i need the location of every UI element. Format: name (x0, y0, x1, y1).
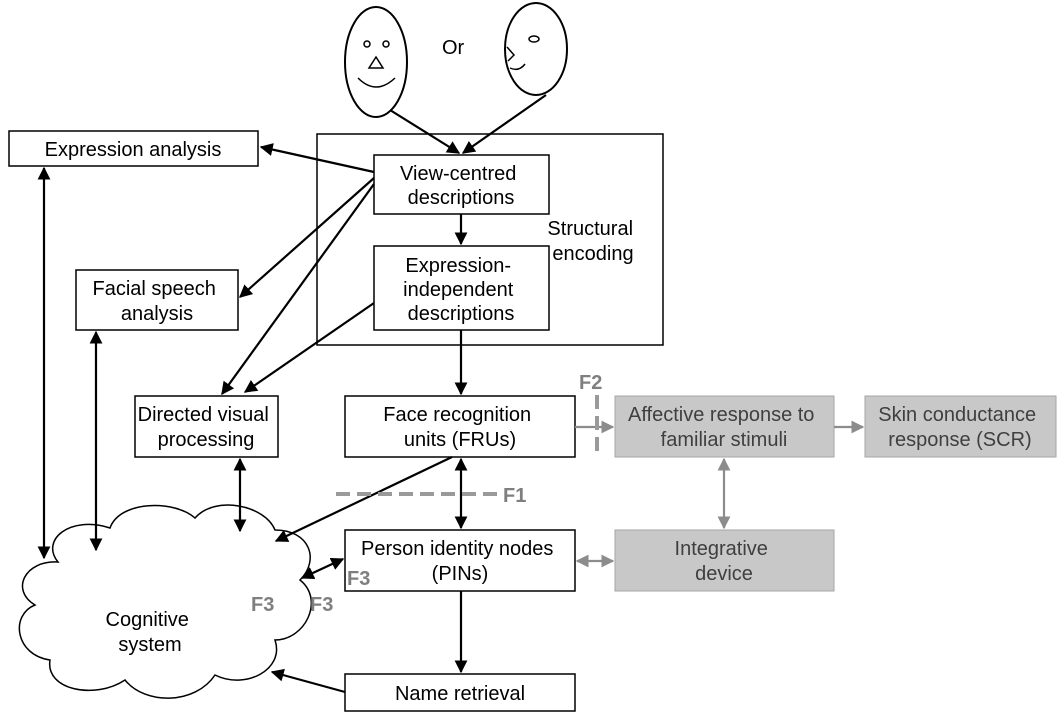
or-label: Or (442, 37, 465, 59)
view-centred-descriptions-label: View-centred descriptions (400, 163, 522, 209)
lesion-lines (336, 395, 599, 496)
facial-speech-analysis-label: Facial speech analysis (93, 278, 222, 325)
skin-conductance-response-label: Skin conductance response (SCR) (878, 404, 1041, 451)
expression-analysis-box (8, 130, 259, 167)
black-arrows (37, 94, 547, 694)
directed-visual-processing-box (134, 395, 279, 458)
integrative-device-box (614, 529, 835, 592)
arrow-expression-independent-to-directed-visual (243, 302, 375, 393)
f3-label-pin: F3 (347, 568, 370, 590)
name-retrieval-box (344, 673, 576, 712)
skin-conductance-response-box (864, 395, 1057, 458)
directed-visual-processing-label: Directed visual processing (138, 404, 275, 451)
arrow-name-retrieval-to-cognitive (270, 668, 346, 694)
expression-independent-descriptions-box (373, 245, 550, 331)
arrow-fru-to-cognitive (274, 456, 453, 542)
arrow-view-centred-to-expression-analysis (259, 143, 375, 174)
f2-label: F2 (579, 372, 602, 394)
arrow-view-centred-to-directed-visual-a (221, 183, 375, 396)
arrow-profile-face-to-view-centred (461, 94, 547, 154)
expression-independent-descriptions-label: Expression- independent descriptions (403, 255, 519, 325)
expression-analysis-label: Expression analysis (45, 139, 222, 161)
front-face-icon (344, 6, 408, 118)
affective-response-label: Affective response to familiar stimuli (628, 404, 820, 451)
face-recognition-units-box (344, 395, 576, 458)
arrow-pin-cognitive-bidirectional (300, 558, 345, 579)
integrative-device-label: Integrative device (675, 538, 774, 585)
arrow-view-centred-to-facial-speech (239, 177, 375, 298)
f3-label-left: F3 (251, 594, 274, 616)
structural-encoding-label: Structural encoding (547, 218, 638, 265)
arrow-front-face-to-view-centred (389, 109, 461, 154)
face-recognition-units-label: Face recognition units (FRUs) (383, 404, 536, 451)
person-identity-nodes-label: Person identity nodes (PINs) (361, 538, 559, 585)
f3-label-right: F3 (310, 594, 333, 616)
cognitive-system-label: Cognitive system (106, 609, 195, 656)
facial-speech-analysis-box (75, 269, 239, 331)
f1-label: F1 (503, 485, 526, 507)
profile-face-icon (504, 2, 568, 96)
grey-arrows (575, 420, 865, 568)
affective-response-box (614, 395, 835, 458)
name-retrieval-label: Name retrieval (395, 683, 525, 705)
cognitive-system-cloud (18, 504, 312, 699)
